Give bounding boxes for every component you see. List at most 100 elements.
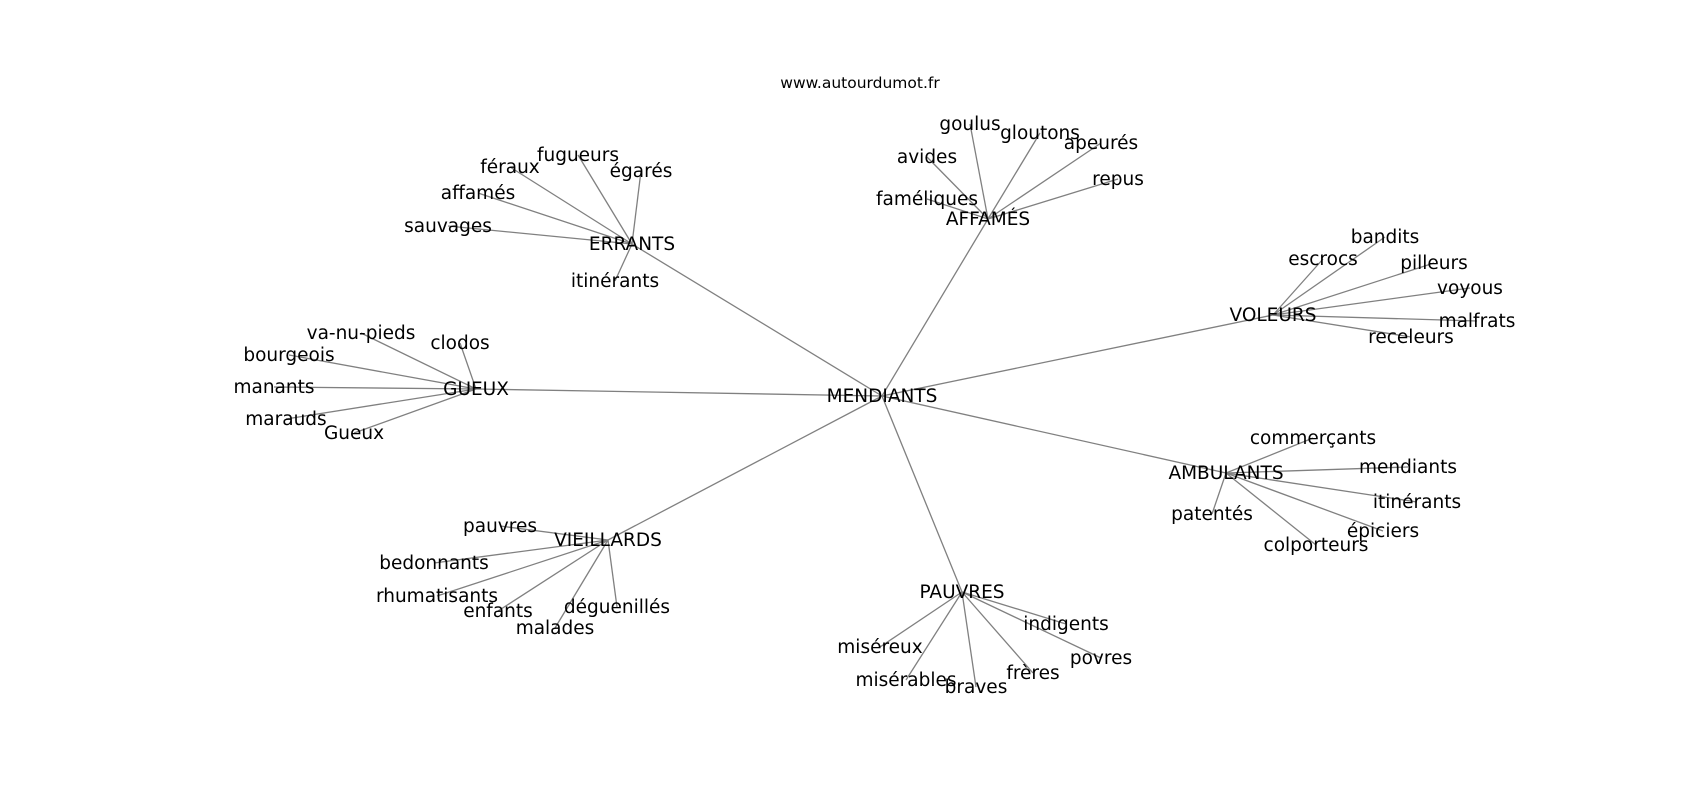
leaf-word[interactable]: itinérants	[1373, 492, 1461, 513]
leaf-word[interactable]: patentés	[1171, 504, 1253, 525]
edge-group-word	[554, 539, 609, 629]
leaf-word[interactable]: apeurés	[1064, 133, 1138, 154]
leaf-word[interactable]: manants	[233, 377, 314, 398]
leaf-word[interactable]: voyous	[1437, 278, 1503, 299]
leaf-word[interactable]: épiciers	[1347, 521, 1419, 542]
edge-group-word	[1272, 287, 1471, 316]
leaf-word[interactable]: rhumatisants	[376, 586, 498, 607]
edge-root-group	[881, 314, 1274, 397]
edge-group-word	[288, 354, 477, 390]
labels: www.autourdumot.fr MENDIANTS ERRANTS fugue…	[233, 74, 1515, 698]
leaf-word[interactable]: pilleurs	[1400, 253, 1468, 274]
leaf-word[interactable]: receleurs	[1368, 327, 1454, 348]
group-word[interactable]: AMBULANTS	[1168, 463, 1283, 484]
group-word[interactable]: VOLEURS	[1229, 305, 1316, 326]
edge-group-word	[360, 332, 477, 390]
group-word[interactable]: ERRANTS	[589, 234, 675, 255]
leaf-word[interactable]: goulus	[939, 114, 1000, 135]
edge-root-group	[631, 243, 883, 397]
leaf-word[interactable]: misérables	[855, 670, 956, 691]
edge-group-word	[1211, 472, 1227, 515]
edge-group-word	[577, 154, 633, 245]
site-credit[interactable]: www.autourdumot.fr	[780, 74, 940, 92]
leaf-word[interactable]: sauvages	[404, 216, 492, 237]
leaf-word[interactable]: enfants	[463, 601, 533, 622]
leaf-word[interactable]: marauds	[245, 409, 326, 430]
leaf-word[interactable]: bedonnants	[379, 553, 489, 574]
edge-group-word	[987, 178, 1119, 220]
edge-group-word	[961, 591, 1034, 674]
edge-group-word	[285, 388, 477, 420]
edge-root-group	[607, 395, 883, 541]
leaf-word[interactable]: fugueurs	[537, 145, 619, 166]
edge-group-word	[1272, 258, 1324, 316]
leaf-word[interactable]: Gueux	[324, 423, 384, 444]
edge-root-group	[475, 388, 883, 397]
edge-root-group	[881, 395, 963, 593]
leaf-word[interactable]: repus	[1092, 169, 1144, 190]
edge-group-word	[961, 591, 1102, 659]
leaf-word[interactable]: va-nu-pieds	[307, 323, 416, 344]
edge-group-word	[961, 591, 977, 688]
leaf-word[interactable]: frères	[1006, 663, 1059, 684]
leaf-word[interactable]: gloutons	[1000, 123, 1080, 144]
edge-group-word	[436, 539, 609, 597]
leaf-word[interactable]: bourgeois	[243, 345, 334, 366]
leaf-word[interactable]: malfrats	[1439, 311, 1516, 332]
edge-group-word	[1225, 472, 1384, 532]
edge-group-word	[987, 132, 1041, 220]
leaf-word[interactable]: escrocs	[1288, 249, 1358, 270]
edge-group-word	[509, 166, 633, 245]
edge-group-word	[499, 525, 609, 541]
edge-group-word	[607, 539, 618, 608]
edge-group-word	[1225, 466, 1409, 474]
edge-group-word	[433, 539, 609, 564]
leaf-word[interactable]: avides	[897, 147, 957, 168]
edge-group-word	[1225, 437, 1314, 474]
leaf-word[interactable]: déguenillés	[564, 597, 670, 618]
leaf-word[interactable]: malades	[516, 618, 595, 639]
edge-group-word	[447, 225, 633, 245]
leaf-word[interactable]: pauvres	[463, 516, 537, 537]
leaf-word[interactable]: clodos	[430, 333, 489, 354]
leaf-word[interactable]: mendiants	[1359, 457, 1457, 478]
leaf-word[interactable]: commerçants	[1250, 428, 1376, 449]
edge-group-word	[1272, 236, 1386, 316]
leaf-word[interactable]: povres	[1070, 648, 1132, 669]
edge-group-word	[477, 192, 633, 245]
leaf-word[interactable]: affamés	[441, 183, 515, 204]
edge-group-word	[273, 386, 477, 390]
group-word[interactable]: AFFAMÉS	[946, 208, 1030, 230]
edge-group-word	[879, 591, 963, 648]
edge-group-word	[987, 142, 1102, 220]
edge-group-word	[1225, 472, 1418, 503]
leaf-word[interactable]: féraux	[480, 157, 540, 178]
edge-group-word	[614, 243, 633, 282]
leaf-word[interactable]: miséreux	[837, 637, 922, 658]
leaf-word[interactable]: égarés	[610, 161, 673, 182]
group-word[interactable]: GUEUX	[443, 379, 509, 400]
leaf-word[interactable]: bandits	[1351, 227, 1420, 248]
edge-group-word	[459, 342, 477, 390]
edge-root-group	[881, 395, 1227, 474]
leaf-word[interactable]: faméliques	[876, 189, 978, 210]
edge-group-word	[961, 591, 1067, 625]
leaf-word[interactable]: braves	[945, 677, 1008, 698]
edge-root-group	[881, 218, 989, 397]
edge-group-word	[631, 170, 642, 245]
root-word[interactable]: MENDIANTS	[827, 386, 938, 407]
edge-group-word	[969, 123, 989, 220]
edge-group-word	[1272, 314, 1478, 322]
group-word[interactable]: PAUVRES	[919, 582, 1004, 603]
edge-group-word	[1225, 472, 1317, 546]
edge-group-word	[353, 388, 477, 434]
edge-group-word	[926, 198, 989, 220]
edge-group-word	[1272, 314, 1412, 338]
group-word[interactable]: VIEILLARDS	[554, 530, 662, 551]
leaf-word[interactable]: itinérants	[571, 271, 659, 292]
edge-group-word	[497, 539, 609, 612]
leaf-word[interactable]: colporteurs	[1264, 535, 1369, 556]
edge-group-word	[905, 591, 963, 681]
leaf-word[interactable]: indigents	[1023, 614, 1109, 635]
